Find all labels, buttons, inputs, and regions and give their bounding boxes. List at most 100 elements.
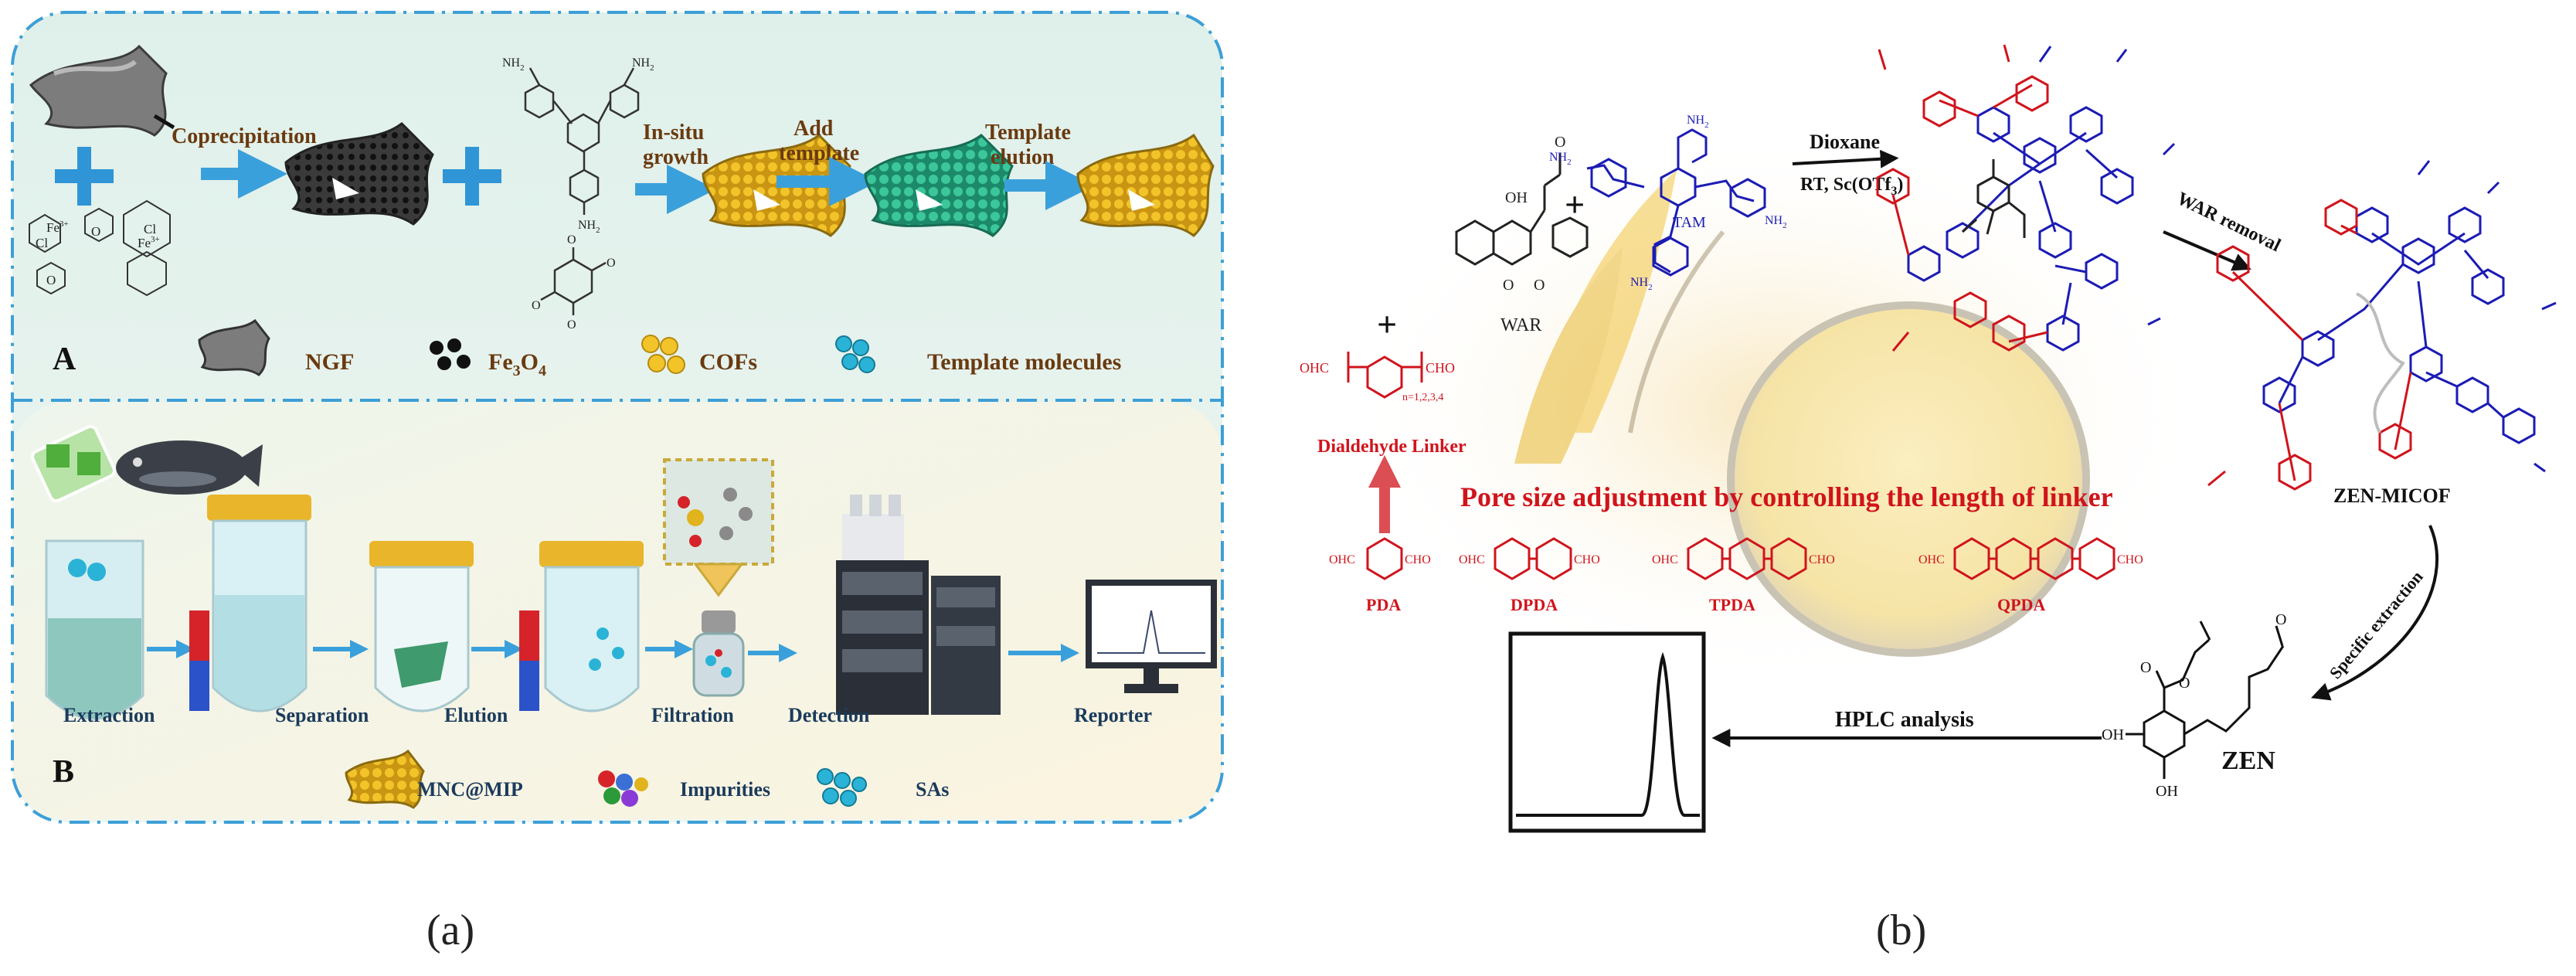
legend-ngf: NGF bbox=[305, 349, 354, 375]
svg-text:OHC: OHC bbox=[1918, 553, 1945, 566]
svg-text:Fe3+: Fe3+ bbox=[46, 219, 69, 235]
dialdehyde-labels: O O O O bbox=[532, 233, 616, 332]
zen-micof-network bbox=[2207, 160, 2557, 491]
pore-size-banner: Pore size adjustment by controlling the … bbox=[1460, 481, 2113, 512]
tam-structure bbox=[1586, 128, 1766, 277]
monitor-icon bbox=[1086, 580, 1217, 693]
svg-text:O: O bbox=[2179, 675, 2190, 692]
legend-mnc-mip: MNC@MIP bbox=[417, 778, 523, 801]
reaction-solvent: Dioxane bbox=[1810, 131, 1880, 153]
label-pda: PDA bbox=[1366, 595, 1401, 614]
label-war: WAR bbox=[1500, 315, 1541, 335]
label-dialdehyde-linker: Dialdehyde Linker bbox=[1317, 437, 1466, 457]
panel-b: OH O O O WAR + + NH2 NH2 NH2 NH2 TAM Dio… bbox=[1300, 44, 2557, 833]
corn-background bbox=[1514, 170, 1725, 464]
legend-impurities-icon bbox=[598, 770, 648, 807]
ngf-sheet bbox=[29, 44, 175, 137]
section-b-letter: B bbox=[53, 754, 74, 790]
svg-text:O: O bbox=[567, 318, 576, 332]
zen-structure bbox=[2126, 621, 2285, 779]
legend-template-molecules-icon bbox=[835, 335, 875, 373]
svg-text:NH2: NH2 bbox=[1630, 276, 1653, 292]
tam-labels: NH2 NH2 NH2 NH2 bbox=[1549, 114, 1787, 292]
step-add: Add bbox=[794, 117, 834, 141]
svg-text:O: O bbox=[607, 257, 616, 270]
svg-text:O: O bbox=[2275, 611, 2286, 628]
collection-tube bbox=[539, 541, 644, 712]
svg-text:NH2: NH2 bbox=[502, 56, 525, 73]
warfarin-structure bbox=[1455, 153, 1589, 266]
svg-text:Cl: Cl bbox=[144, 222, 156, 236]
svg-text:NH2: NH2 bbox=[1549, 151, 1572, 167]
svg-text:Fe3+: Fe3+ bbox=[138, 235, 160, 250]
plus-sign-2: + bbox=[1377, 304, 1397, 344]
label-qpda: QPDA bbox=[1997, 595, 2045, 614]
svg-text:O: O bbox=[91, 224, 100, 239]
label-dpda: DPDA bbox=[1511, 595, 1558, 614]
svg-text:OHC: OHC bbox=[1300, 360, 1329, 376]
magnet-2 bbox=[519, 610, 539, 711]
panel-a: Cl Fe3+ Cl Fe3+ O O Coprecipitation NH2 bbox=[11, 11, 1224, 824]
step-elution-b: Elution bbox=[444, 704, 508, 726]
step-growth: growth bbox=[643, 145, 709, 169]
dialdehyde-structure bbox=[540, 247, 607, 315]
svg-text:O: O bbox=[567, 233, 576, 247]
tripodal-amine-structure bbox=[524, 67, 640, 215]
legend-fe3o4: Fe3O4 bbox=[488, 349, 546, 379]
section-a-letter: A bbox=[53, 342, 76, 377]
imprinted-composite bbox=[864, 134, 1014, 237]
svg-text:OHC: OHC bbox=[1459, 553, 1485, 566]
svg-text:OHC: OHC bbox=[1652, 553, 1678, 566]
linker-row-structures bbox=[1366, 537, 2116, 580]
svg-text:CHO: CHO bbox=[2117, 553, 2143, 566]
svg-text:NH2: NH2 bbox=[578, 219, 600, 235]
plus-icon bbox=[55, 147, 114, 206]
plus-icon-2 bbox=[443, 147, 501, 206]
svg-text:NH2: NH2 bbox=[1765, 214, 1787, 230]
label-war-removal: WAR removal bbox=[2173, 189, 2284, 256]
sample-vials-icon bbox=[31, 424, 116, 503]
legend-impurities: Impurities bbox=[680, 778, 770, 801]
caption-a: (a) bbox=[427, 906, 474, 954]
step-in-situ: In-situ bbox=[643, 121, 704, 145]
arrow-war-removal bbox=[2163, 230, 2251, 271]
legend-fe3o4-icon bbox=[430, 338, 471, 370]
generic-linker-structure bbox=[1347, 352, 1423, 399]
generic-linker-labels: OHC CHO n=1,2,3,4 bbox=[1300, 360, 1455, 403]
caption-b: (b) bbox=[1876, 906, 1926, 954]
warfarin-labels: OH O O O bbox=[1503, 134, 1565, 294]
label-zen: ZEN bbox=[2221, 746, 2275, 775]
svg-text:OH: OH bbox=[1505, 189, 1528, 206]
svg-text:OH: OH bbox=[2102, 726, 2124, 743]
step-coprecipitation: Coprecipitation bbox=[172, 124, 317, 148]
filtration-syringe bbox=[692, 610, 745, 697]
svg-text:O: O bbox=[532, 299, 541, 312]
tripodal-amine-labels: NH2 NH2 NH2 bbox=[502, 56, 654, 235]
step-extraction: Extraction bbox=[63, 704, 155, 726]
zen-labels: OH OH O O O bbox=[2102, 611, 2286, 800]
step-elution: elution bbox=[991, 145, 1055, 169]
step-filtration: Filtration bbox=[651, 704, 734, 726]
legend-cofs: COFs bbox=[699, 349, 757, 375]
label-zen-micof: ZEN-MICOF bbox=[2333, 485, 2451, 507]
hplc-instrument-icon bbox=[836, 495, 1001, 715]
legend-mnc-mip-icon bbox=[345, 749, 425, 809]
plus-sign-1: + bbox=[1565, 185, 1585, 224]
mnc-mip-final bbox=[1076, 133, 1215, 237]
cof-network-with-template bbox=[1876, 44, 2176, 352]
molecule-inset bbox=[663, 458, 774, 597]
legend-ngf-icon bbox=[198, 318, 270, 376]
iron-chloride-structures bbox=[29, 199, 171, 297]
step-reporter: Reporter bbox=[1074, 704, 1152, 726]
separation-tube bbox=[207, 495, 311, 712]
magnet-1 bbox=[189, 610, 209, 711]
svg-text:OH: OH bbox=[2156, 783, 2178, 800]
step-separation: Separation bbox=[275, 704, 369, 726]
chromatogram-frame bbox=[1508, 631, 1706, 833]
svg-text:NH2: NH2 bbox=[1687, 114, 1709, 130]
linker-row-end-groups: OHC CHO OHC CHO OHC CHO OHC CHO bbox=[1329, 553, 2143, 566]
elution-tube bbox=[369, 541, 474, 712]
svg-text:CHO: CHO bbox=[1405, 553, 1431, 566]
svg-text:O: O bbox=[1534, 277, 1545, 294]
